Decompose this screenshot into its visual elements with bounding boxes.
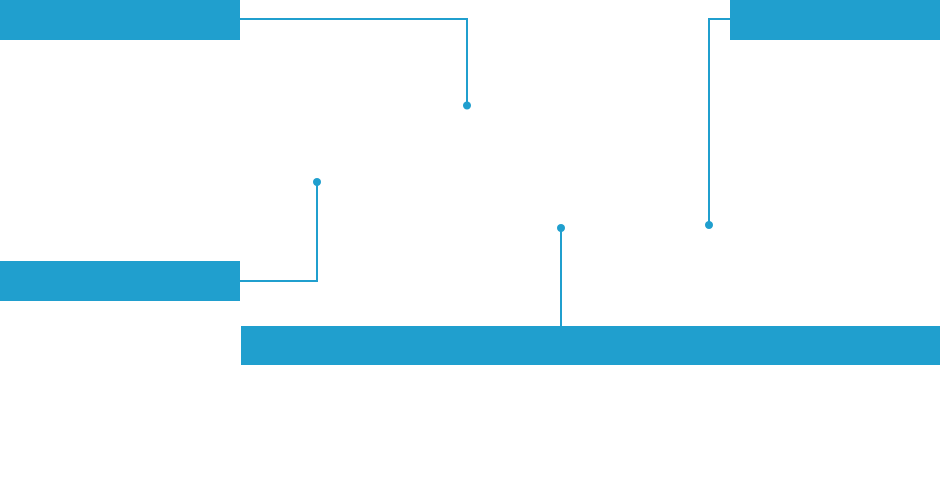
callout-label-top-left xyxy=(0,0,240,40)
connector-dot-bottom xyxy=(557,224,565,232)
connector-dot-mid-left xyxy=(313,178,321,186)
connector-line-top-right xyxy=(708,18,730,225)
connector-dot-top-left xyxy=(463,101,471,110)
connector-line-top-left xyxy=(240,18,468,105)
callout-label-top-right xyxy=(730,0,940,40)
connector-dot-top-right xyxy=(705,221,713,229)
callout-label-bottom xyxy=(241,326,940,365)
connector-line-mid-left xyxy=(240,182,318,282)
callout-label-mid-left xyxy=(0,261,240,301)
